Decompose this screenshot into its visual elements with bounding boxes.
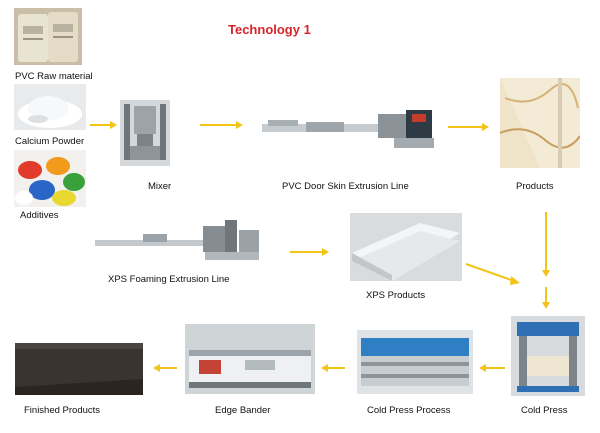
label-products: Products: [516, 181, 554, 192]
xps-products-image: [350, 213, 462, 281]
diagram-title: Technology 1: [228, 22, 311, 37]
products-image: [500, 78, 580, 168]
pvc-raw-material-image: [14, 8, 82, 65]
mixer-image: [120, 100, 170, 166]
label-cold-press-process: Cold Press Process: [367, 405, 451, 416]
cold-press-process-image: [357, 330, 473, 394]
pvc-extrusion-line-image: [258, 100, 436, 162]
label-edge-bander: Edge Bander: [215, 405, 271, 416]
edge-bander-image: [185, 324, 315, 394]
cold-press-image: [511, 316, 585, 396]
label-pvc-raw-material: PVC Raw material: [15, 71, 93, 82]
calcium-powder-image: [14, 84, 86, 130]
label-xps-products: XPS Products: [366, 290, 426, 301]
label-finished-products: Finished Products: [24, 405, 101, 416]
label-pvc-extrusion-line: PVC Door Skin Extrusion Line: [282, 181, 409, 192]
xps-extrusion-line-image: [93, 216, 263, 268]
label-additives: Additives: [20, 210, 59, 221]
label-calcium-powder: Calcium Powder: [15, 136, 85, 147]
label-xps-extrusion-line: XPS Foaming Extrusion Line: [108, 274, 230, 285]
finished-products-image: [15, 343, 143, 395]
label-cold-press: Cold Press: [521, 405, 568, 416]
arrow-xps-products-to-junction: [465, 263, 515, 282]
additives-image: [14, 150, 86, 207]
label-mixer: Mixer: [148, 181, 172, 192]
